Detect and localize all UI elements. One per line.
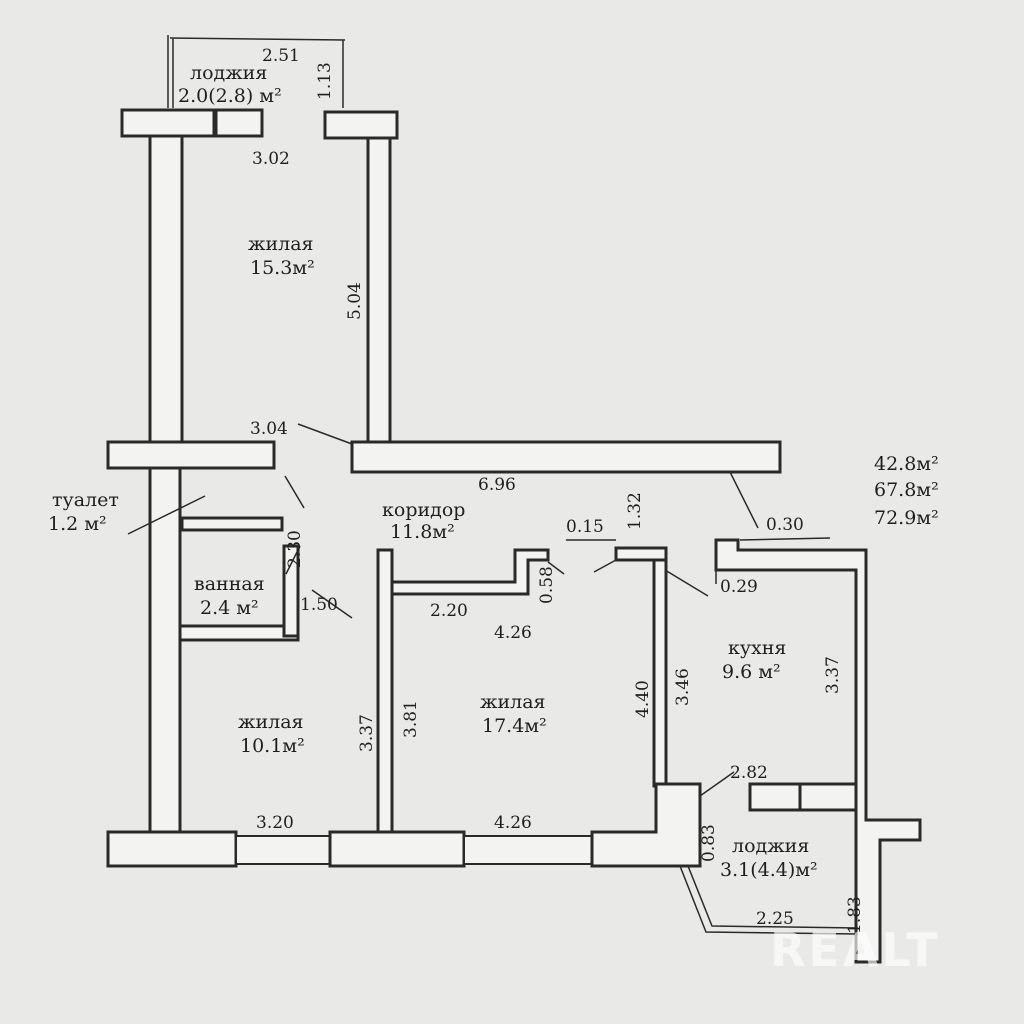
wall-kitchen-bottom	[798, 782, 858, 812]
leader-lines	[127, 423, 831, 797]
dimension-labels: 2.51 1.13 3.02 5.04 3.04 6.96 1.32 0.15 …	[250, 46, 865, 934]
wall-corridor-top	[350, 440, 782, 474]
total-living-area: 42.8м²	[874, 453, 939, 475]
walls	[106, 35, 922, 964]
living-center-name: жилая	[480, 691, 546, 713]
dim-2-30: 2.30	[285, 530, 305, 568]
living-center-area: 17.4м²	[482, 715, 547, 737]
wall-mid-left	[106, 440, 276, 470]
window-kitchen-loggia	[748, 782, 802, 812]
wall-kitchen-door-top	[614, 546, 668, 562]
dim-3-46: 3.46	[673, 668, 693, 706]
area-totals: 42.8м² 67.8м² 72.9м²	[874, 453, 939, 529]
dim-1-50: 1.50	[300, 595, 338, 615]
wall-bath-bottom	[178, 624, 300, 642]
bathroom-name: ванная	[194, 573, 265, 595]
wall-top-left	[120, 108, 216, 138]
loggia-bottom-area: 3.1(4.4)м²	[720, 859, 818, 881]
loggia-bottom-name: лоджия	[732, 835, 809, 857]
wall-toilet-bath	[180, 516, 284, 532]
loggia-top-frame	[167, 35, 346, 108]
living-top-area: 15.3м²	[250, 257, 315, 279]
toilet-name: туалет	[52, 489, 119, 511]
dim-0-83: 0.83	[699, 824, 719, 862]
dim-3-37-left: 3.37	[357, 714, 377, 752]
loggia-bottom-frame	[679, 865, 859, 935]
loggia-top-name: лоджия	[190, 62, 267, 84]
dim-1-83: 1.83	[845, 896, 865, 934]
dim-3-37-right: 3.37	[823, 656, 843, 694]
dim-0-58: 0.58	[537, 566, 557, 604]
wall-left-upper	[148, 134, 184, 444]
kitchen-area: 9.6 м²	[722, 661, 781, 683]
wall-upper-room-right	[366, 136, 392, 446]
window-top-loggia	[214, 108, 264, 138]
dim-4-26-bottom: 4.26	[494, 813, 532, 833]
wall-kitchen-outer	[714, 538, 922, 964]
living-top-name: жилая	[248, 233, 314, 255]
wall-kitchen-left	[652, 558, 668, 788]
dim-0-30: 0.30	[766, 515, 804, 535]
toilet-area: 1.2 м²	[48, 513, 107, 535]
kitchen-name: кухня	[728, 637, 786, 659]
dim-3-02: 3.02	[252, 149, 290, 169]
wall-bath-right	[282, 544, 300, 638]
dim-5-04: 5.04	[345, 282, 365, 320]
wall-bottom-2	[328, 830, 466, 868]
dim-0-29: 0.29	[720, 577, 758, 597]
dim-4-40: 4.40	[633, 680, 653, 718]
dim-2-51: 2.51	[262, 46, 300, 66]
window-bottom-2	[463, 835, 593, 865]
living-left-name: жилая	[238, 711, 304, 733]
dim-3-04: 3.04	[250, 419, 288, 439]
wall-center-top	[390, 548, 550, 596]
dim-0-15: 0.15	[566, 517, 604, 537]
wall-bottom-1	[106, 830, 238, 868]
loggia-top-area: 2.0(2.8) м²	[178, 85, 282, 107]
dim-2-82: 2.82	[730, 763, 768, 783]
corridor-name: коридор	[382, 499, 465, 521]
window-bottom-1	[235, 835, 331, 865]
wall-living-divider	[376, 548, 394, 834]
room-labels: лоджия 2.0(2.8) м² жилая 15.3м² туалет 1…	[48, 62, 818, 881]
total-general-area: 67.8м²	[874, 479, 939, 501]
corridor-area: 11.8м²	[390, 521, 455, 543]
dim-3-81: 3.81	[401, 700, 421, 738]
dim-4-26-top: 4.26	[494, 623, 532, 643]
wall-top-right	[323, 110, 399, 140]
dim-6-96: 6.96	[478, 475, 516, 495]
dim-1-13: 1.13	[315, 62, 335, 100]
wall-bottom-corner	[590, 782, 702, 868]
dim-1-32: 1.32	[625, 492, 645, 530]
dim-2-25: 2.25	[756, 909, 794, 929]
dim-3-20: 3.20	[256, 813, 294, 833]
total-with-loggias: 72.9м²	[874, 507, 939, 529]
dim-2-20: 2.20	[430, 601, 468, 621]
bathroom-area: 2.4 м²	[200, 597, 259, 619]
living-left-area: 10.1м²	[240, 735, 305, 757]
realt-watermark: REALT	[770, 923, 941, 977]
